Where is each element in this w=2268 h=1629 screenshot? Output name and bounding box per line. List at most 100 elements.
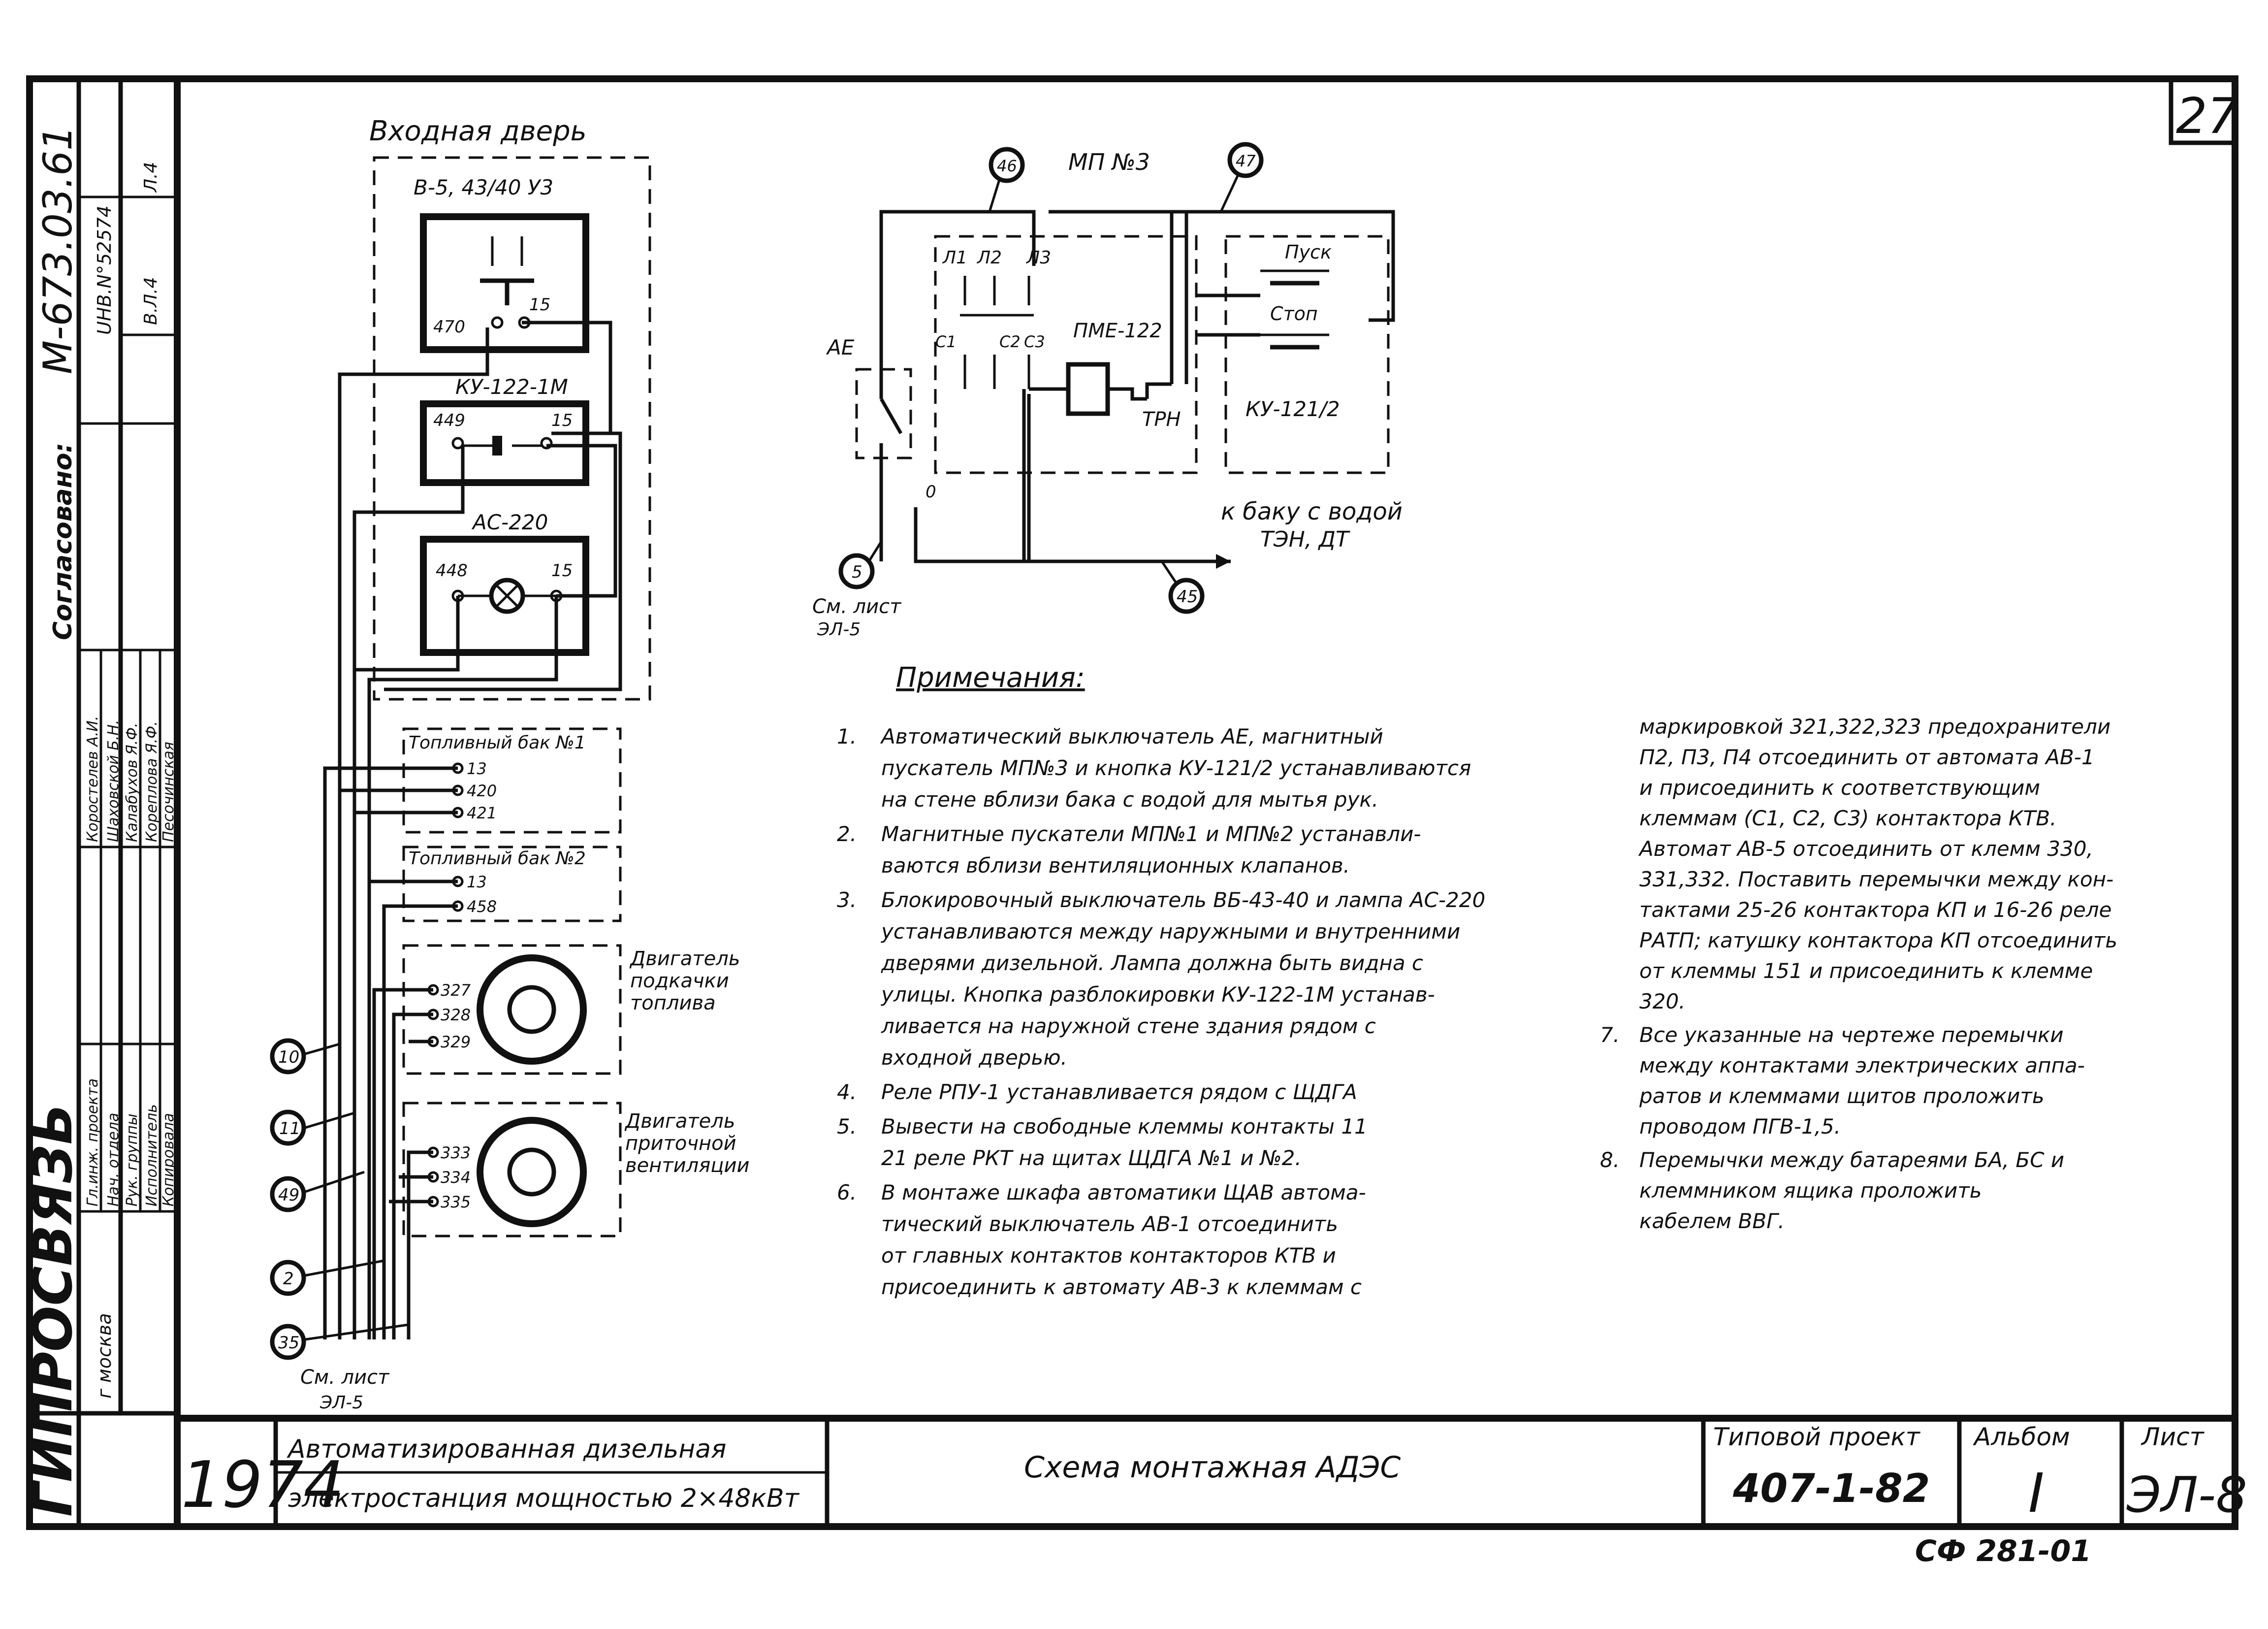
coil-icon <box>1066 362 1110 416</box>
motor2-term-1: 333 <box>441 1143 471 1162</box>
note-line: проводом ПГВ-1,5. <box>1639 1114 1841 1139</box>
marker-49-text: 49 <box>278 1185 299 1205</box>
ae-label: АЕ <box>826 335 855 359</box>
drawing-stamp: СФ 281-01 <box>1915 1534 2091 1568</box>
note-line: от главных контактов контакторов КТВ и <box>881 1243 1336 1268</box>
note-line: В монтаже шкафа автоматики ЩАВ автома- <box>881 1180 1366 1205</box>
ku121-enclosure <box>1224 235 1390 474</box>
name-4: Кореплова Я.Ф. <box>143 721 160 842</box>
sheet-mark-2: Л.4 <box>141 162 161 193</box>
note-number: 6. <box>837 1180 857 1205</box>
motors <box>372 944 622 1339</box>
vent-motor-box <box>402 1102 622 1238</box>
note-line: клеммником ящика проложить <box>1639 1178 1982 1203</box>
left-cable-markers <box>270 1038 409 1360</box>
cable-marker-45 <box>1168 578 1205 614</box>
vent-motor-icon <box>477 1117 587 1227</box>
note-line: тактами 25-26 контактора КП и 16-26 реле <box>1639 898 2111 922</box>
note-line: присоединить к автомату АВ-3 к клеммам с <box>881 1275 1362 1299</box>
note-line: 320. <box>1639 989 1686 1013</box>
note-line: клеммам (С1, С2, С3) контактора КТВ. <box>1639 806 2057 830</box>
marker-47-text: 47 <box>1236 152 1256 170</box>
note-line: входной дверью. <box>881 1045 1067 1070</box>
marker-5-text: 5 <box>852 562 862 582</box>
note-number: 1. <box>837 724 857 749</box>
note-number: 2. <box>837 822 857 846</box>
zero-label: 0 <box>926 482 936 502</box>
stop-label: Стоп <box>1270 303 1318 325</box>
note-line: ратов и клеммами щитов проложить <box>1639 1084 2044 1108</box>
project-title-line1: Автоматизированная дизельная <box>287 1434 726 1464</box>
role-2: Нач. отдела <box>105 1113 122 1206</box>
tank1-term-2: 420 <box>467 782 497 800</box>
c-term-2: С2 <box>999 332 1021 351</box>
note-line: пускатель МП№3 и кнопка КУ-121/2 устанав… <box>881 756 1471 780</box>
lamp-label: АС-220 <box>471 510 548 534</box>
ku121-label: КУ-121/2 <box>1246 397 1340 421</box>
ku122-label: КУ-122-1М <box>455 375 568 399</box>
see-sheet-left-2: ЭЛ-5 <box>319 1393 363 1413</box>
note-line: РАТП; катушку контактора КП отсоединить <box>1639 928 2117 952</box>
sheet-code: ЭЛ-8 <box>2126 1466 2247 1524</box>
tank1-term-3: 421 <box>467 804 497 822</box>
to-tank-line1: к баку с водой <box>1221 498 1403 525</box>
note-line: на стене вблизи бака с водой для мытья р… <box>881 787 1378 812</box>
pme-label: ПМЕ-122 <box>1073 320 1162 342</box>
cable-marker-5 <box>838 553 875 589</box>
notes-right-column: маркировкой 321,322,323 предохранителиП2… <box>1600 715 2117 1233</box>
name-2: Шаховской Б.Н. <box>105 720 122 842</box>
doc-number: М-673.03.61 <box>35 126 81 374</box>
note-line: тический выключатель АВ-1 отсоединить <box>881 1212 1338 1236</box>
term-449: 449 <box>433 411 465 430</box>
org-name: ГИПРОСВЯЗЬ <box>21 1103 84 1517</box>
note-line: Автомат АВ-5 отсоединить от клемм 330, <box>1638 837 2093 861</box>
tank2-term-1: 13 <box>467 873 487 891</box>
term-15b: 15 <box>551 411 573 430</box>
note-line: Магнитные пускатели МП№1 и МП№2 устанавл… <box>881 822 1421 846</box>
note-line: и присоединить к соответствующим <box>1639 776 2040 800</box>
fuel-tank-2-label: Топливный бак №2 <box>409 848 586 869</box>
note-number: 3. <box>837 888 857 912</box>
see-sheet-right-1: См. лист <box>812 595 902 618</box>
fuel-tanks <box>323 727 622 1339</box>
note-line: Реле РПУ-1 устанавливается рядом с ЩДГА <box>881 1080 1357 1104</box>
cable-marker-10 <box>270 1038 306 1075</box>
cable-marker-2 <box>270 1260 306 1296</box>
cable-marker-47 <box>1227 142 1264 178</box>
album: I <box>2028 1462 2044 1525</box>
note-line: кабелем ВВГ. <box>1639 1209 1785 1233</box>
door-assembly <box>338 156 651 1339</box>
mp3-schematic <box>838 142 1395 614</box>
note-line: маркировкой 321,322,323 предохранители <box>1639 715 2110 739</box>
note-line: Автоматический выключатель АЕ, магнитный <box>880 724 1383 749</box>
note-line: Блокировочный выключатель ВБ-43-40 и лам… <box>881 888 1485 912</box>
pole-l2: Л2 <box>976 248 1002 268</box>
ae-breaker-box <box>855 368 912 459</box>
see-sheet-left-1: См. лист <box>300 1366 390 1389</box>
fuel-pump-motor-icon <box>477 954 587 1065</box>
cable-marker-46 <box>989 147 1025 183</box>
project-title-line2: электростанция мощностью 2×48кВт <box>288 1484 800 1513</box>
note-line: ваются вблизи вентиляционных клапанов. <box>881 853 1350 878</box>
note-line: ливается на наружной стене здания рядом … <box>881 1014 1376 1038</box>
note-number: 8. <box>1600 1148 1620 1172</box>
role-3: Рук. группы <box>124 1113 141 1206</box>
switch-vb-label: В-5, 43/40 У3 <box>414 175 553 199</box>
note-number: 5. <box>837 1114 857 1139</box>
note-number: 4. <box>837 1080 857 1104</box>
motor2-term-2: 334 <box>441 1168 471 1187</box>
motor2-label-2: приточной <box>625 1132 736 1155</box>
year: 1974 <box>181 1447 344 1522</box>
note-line: 21 реле РКТ на щитах ЩДГА №1 и №2. <box>881 1146 1302 1170</box>
name-5: Песочинская <box>160 742 177 842</box>
cable-marker-35 <box>270 1324 306 1360</box>
c-term-3: С3 <box>1024 332 1045 351</box>
note-line: улицы. Кнопка разблокировки КУ-122-1М ус… <box>880 982 1435 1007</box>
note-line: дверями дизельной. Лампа должна быть вид… <box>881 951 1423 975</box>
marker-45-text: 45 <box>1177 587 1198 607</box>
note-line: Все указанные на чертеже перемычки <box>1639 1023 2064 1047</box>
sheet-number: 27 <box>2176 87 2238 145</box>
fuel-tank-2 <box>402 846 622 922</box>
to-tank-line2: ТЭН, ДТ <box>1260 527 1350 552</box>
agreed-label: Согласовано: <box>48 443 78 640</box>
